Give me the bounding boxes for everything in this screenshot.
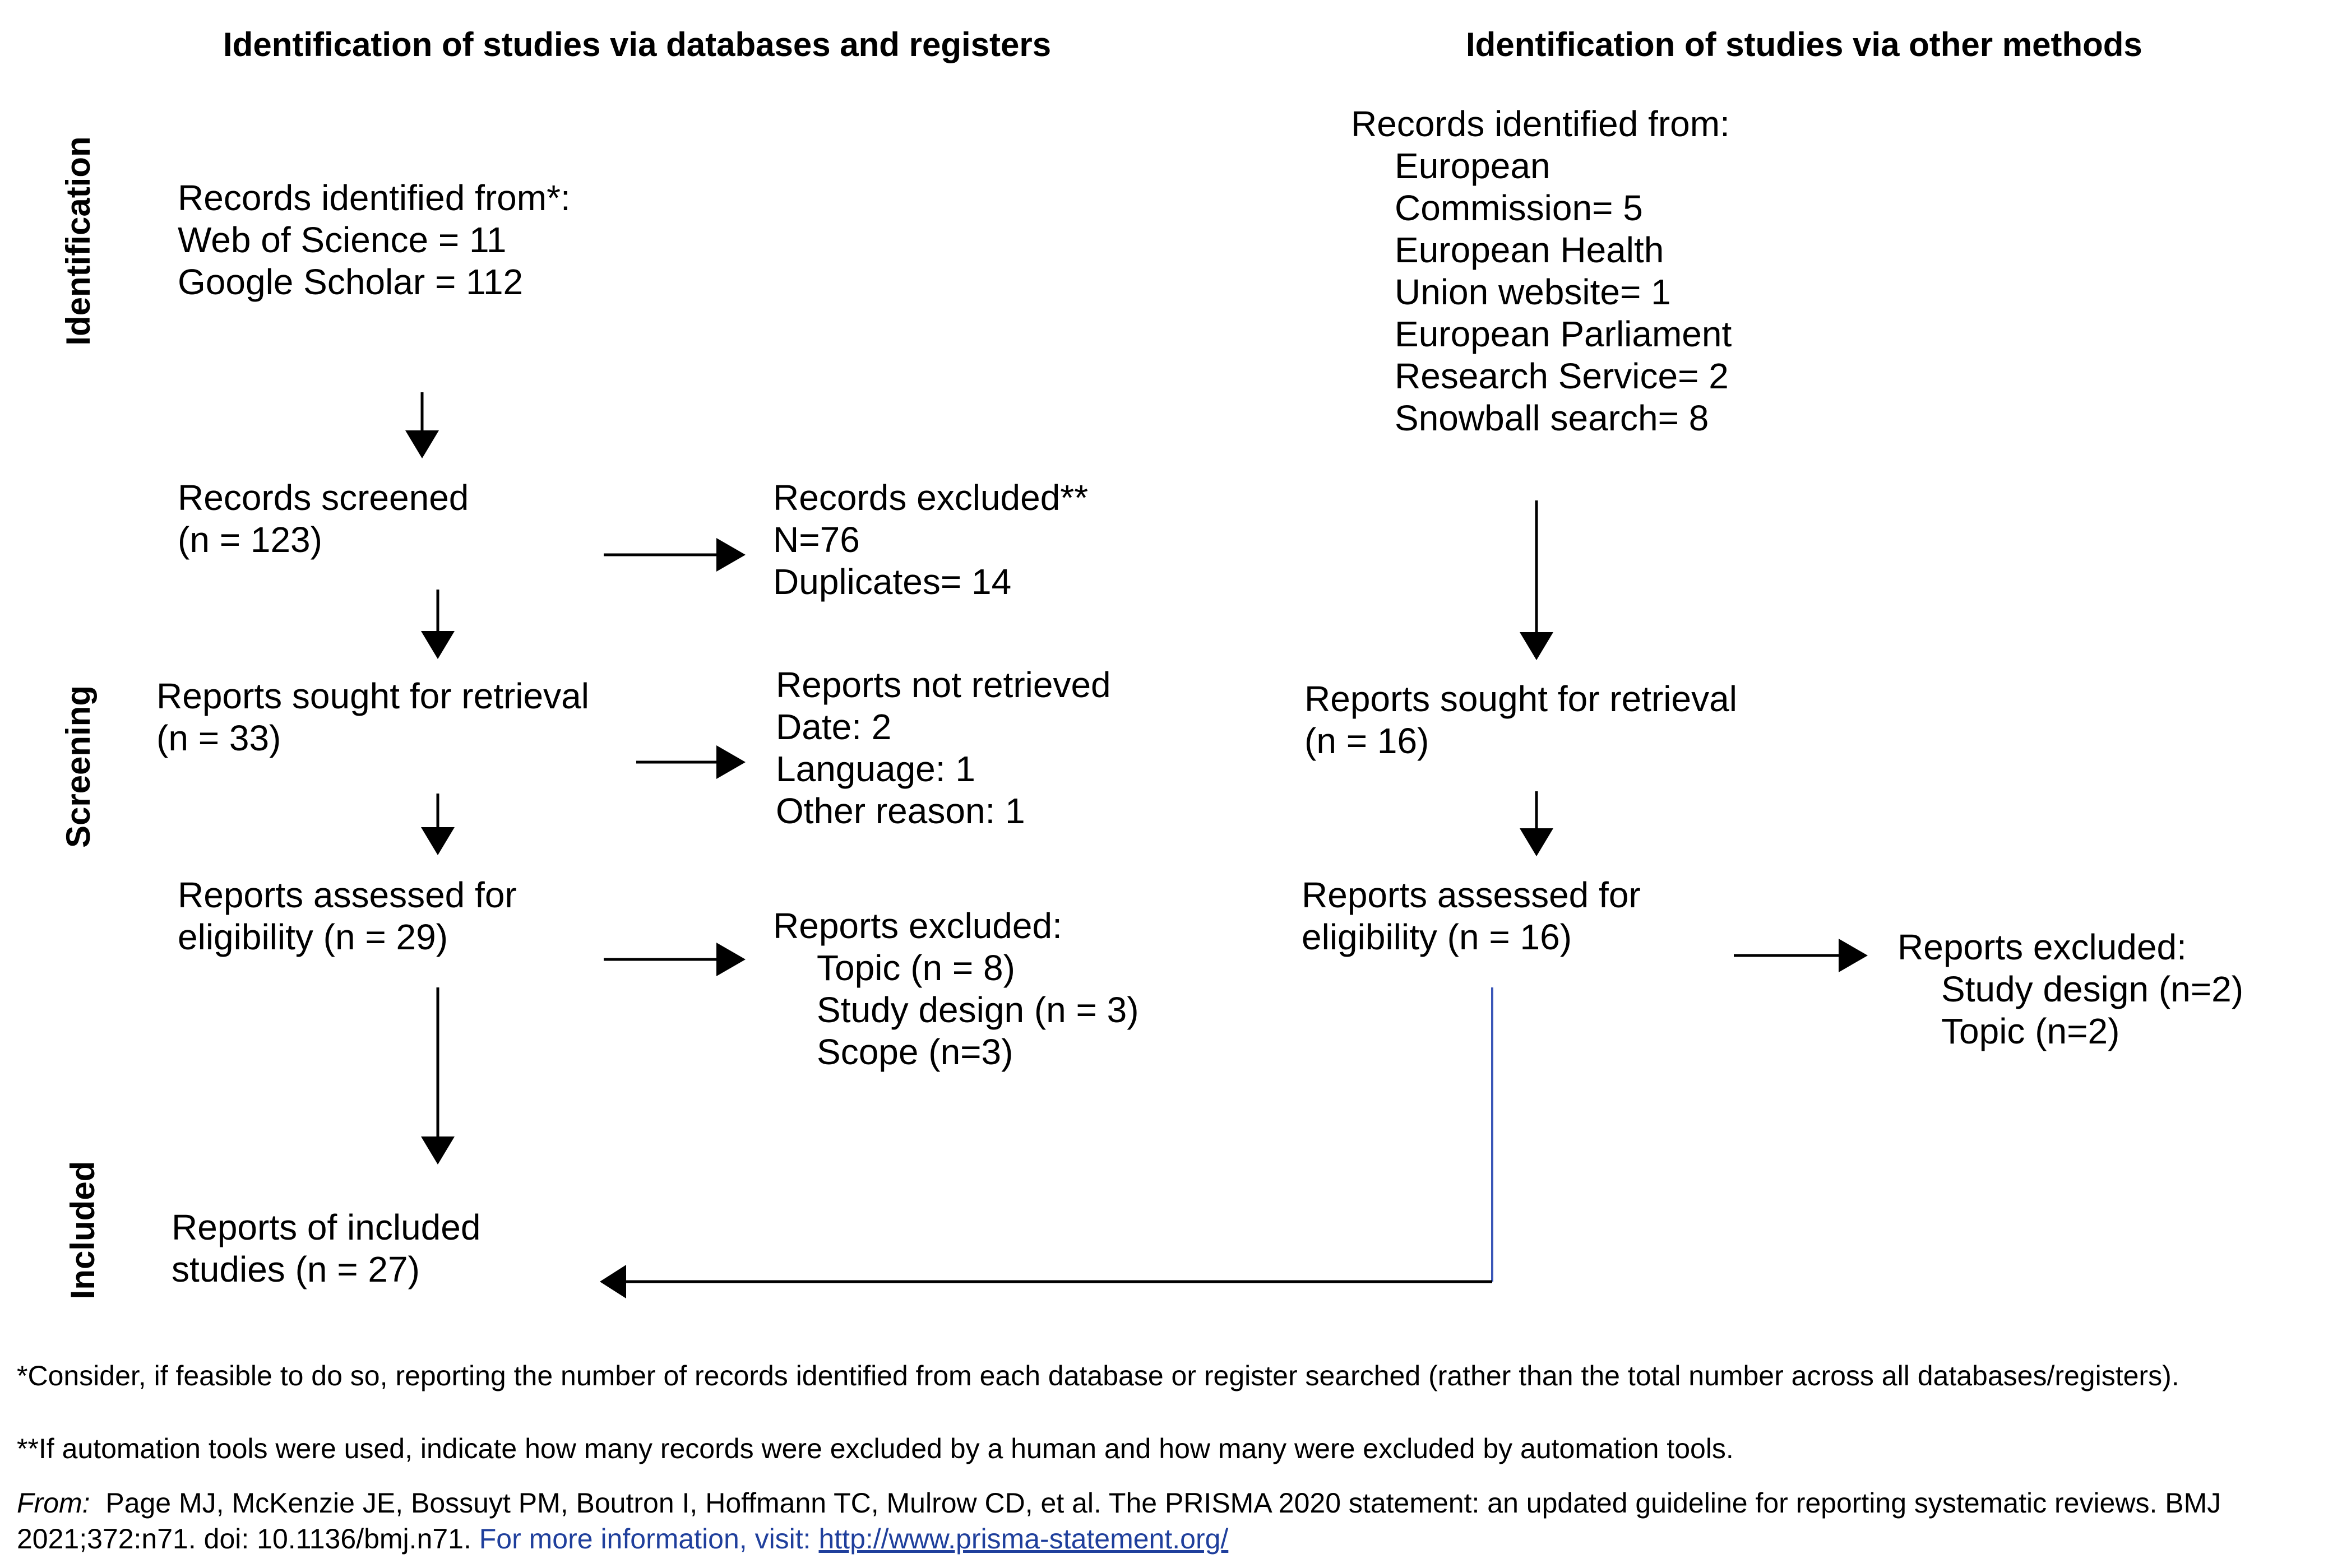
reports-sought-other-count: (n = 16) (1304, 721, 1429, 761)
reports-assessed-right-box: Reports assessed for eligibility (n = 16… (1302, 874, 1641, 958)
reports-sought-left-box: Reports sought for retrieval (n = 33) (156, 675, 589, 759)
not-retrieved-line: Other reason: 1 (776, 791, 1025, 831)
citation-from-label: From: (17, 1487, 90, 1519)
reports-excluded-line: Scope (n=3) (817, 1032, 1013, 1072)
arrowhead (716, 745, 746, 779)
reports-excluded-right-box: Reports excluded: Study design (n=2) Top… (1897, 926, 2243, 1052)
arrowhead (405, 430, 439, 458)
arrowhead (421, 631, 455, 659)
records-identified-other-line: European (1395, 146, 1550, 186)
records-screened-box: Records screened (n = 123) (178, 477, 469, 561)
reports-excluded-title: Reports excluded: (773, 906, 1062, 946)
records-identified-other-line: Union website= 1 (1395, 272, 1671, 312)
heading-other-methods: Identification of studies via other meth… (1466, 26, 2142, 63)
reports-assessed-other-count: eligibility (n = 16) (1302, 917, 1572, 957)
reports-assessed-count: eligibility (n = 29) (178, 917, 448, 957)
reports-included-label: Reports of included (172, 1207, 481, 1247)
arrowhead (716, 943, 746, 976)
reports-sought-count: (n = 33) (156, 718, 281, 758)
reports-excluded-left-box: Reports excluded: Topic (n = 8) Study de… (773, 905, 1139, 1073)
reports-included-count: studies (n = 27) (172, 1249, 420, 1289)
reports-excluded-other-line: Study design (n=2) (1941, 969, 2243, 1009)
arrowhead (600, 1265, 626, 1298)
more-info-text: For more information, visit: (479, 1523, 811, 1555)
records-identified-other-line: European Parliament (1395, 314, 1732, 354)
records-excluded-duplicates: Duplicates= 14 (773, 562, 1012, 602)
not-retrieved-line: Date: 2 (776, 707, 892, 747)
records-identified-line: Google Scholar = 112 (178, 262, 524, 302)
arrowhead (1839, 939, 1868, 972)
not-retrieved-line: Language: 1 (776, 749, 975, 789)
footnote-2: **If automation tools were used, indicat… (17, 1433, 1734, 1464)
reports-excluded-line: Study design (n = 3) (817, 990, 1139, 1030)
records-identified-title: Records identified from*: (178, 178, 571, 218)
arrowhead (1520, 828, 1553, 856)
records-excluded-count: N=76 (773, 519, 860, 560)
reports-assessed-left-box: Reports assessed for eligibility (n = 29… (178, 874, 517, 958)
reports-not-retrieved-box: Reports not retrieved Date: 2 Language: … (776, 664, 1111, 832)
arrowhead (716, 538, 746, 572)
reports-assessed-other-label: Reports assessed for (1302, 875, 1641, 915)
records-identified-other: Records identified from: European Commis… (1351, 103, 1732, 439)
reports-excluded-other-line: Topic (n=2) (1941, 1011, 2120, 1051)
records-screened-label: Records screened (178, 477, 469, 518)
reports-assessed-label: Reports assessed for (178, 875, 517, 915)
arrowhead (421, 827, 455, 855)
arrowhead (1520, 632, 1553, 660)
not-retrieved-label: Reports not retrieved (776, 665, 1111, 705)
records-identified-databases: Records identified from*: Web of Science… (178, 177, 571, 303)
citation-block: From: Page MJ, McKenzie JE, Bossuyt PM, … (17, 1485, 2326, 1557)
reports-sought-right-box: Reports sought for retrieval (n = 16) (1304, 678, 1737, 762)
reports-sought-other-label: Reports sought for retrieval (1304, 679, 1737, 719)
records-identified-line: Web of Science = 11 (178, 220, 507, 260)
reports-sought-label: Reports sought for retrieval (156, 676, 589, 716)
records-identified-other-line: Research Service= 2 (1395, 356, 1729, 396)
records-excluded-label: Records excluded** (773, 477, 1089, 518)
arrowhead (421, 1136, 455, 1165)
reports-excluded-other-title: Reports excluded: (1897, 927, 2187, 967)
records-identified-other-line: European Health (1395, 230, 1664, 270)
records-identified-other-line: Commission= 5 (1395, 188, 1643, 228)
citation-text: Page MJ, McKenzie JE, Bossuyt PM, Boutro… (17, 1487, 2221, 1555)
records-identified-other-line: Snowball search= 8 (1395, 398, 1709, 438)
reports-included-box: Reports of included studies (n = 27) (172, 1207, 480, 1291)
heading-databases: Identification of studies via databases … (223, 26, 1052, 63)
reports-excluded-line: Topic (n = 8) (817, 948, 1015, 988)
footnote-1: *Consider, if feasible to do so, reporti… (17, 1360, 2179, 1391)
records-identified-other-title: Records identified from: (1351, 104, 1730, 144)
records-excluded-box: Records excluded** N=76 Duplicates= 14 (773, 477, 1088, 603)
prisma-link[interactable]: http://www.prisma-statement.org/ (818, 1523, 1229, 1555)
records-screened-count: (n = 123) (178, 519, 322, 560)
